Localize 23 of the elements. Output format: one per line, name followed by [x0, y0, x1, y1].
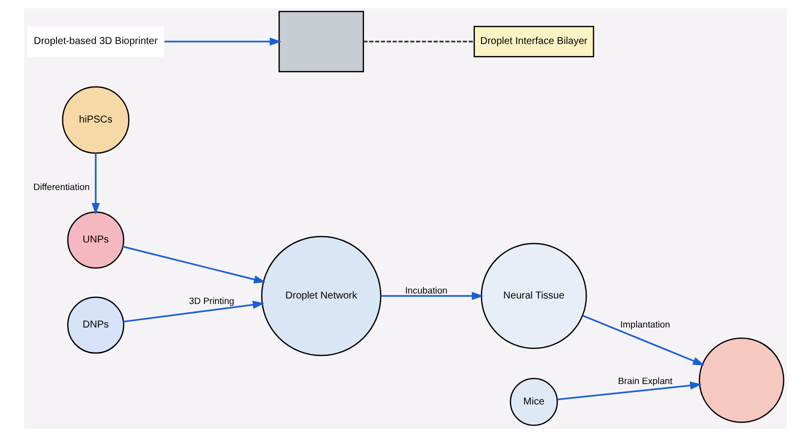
- node-circle: Mice: [509, 378, 558, 426]
- edge-label: Differentiation: [32, 182, 90, 192]
- node-circle: UNPs: [66, 212, 124, 269]
- edge-label: 3D Printing: [188, 296, 234, 306]
- edge-label: Brain Explant: [617, 376, 672, 386]
- edge-label: Implantation: [620, 319, 670, 330]
- arrow: [122, 246, 266, 284]
- connector: [363, 40, 474, 42]
- arrow: [91, 153, 100, 215]
- arrow: [380, 292, 484, 300]
- node-circle: hiPSCs: [62, 86, 129, 154]
- edge-label: Incubation: [404, 285, 447, 296]
- node-box: [278, 10, 364, 72]
- node-circle: Neural Tissue: [480, 242, 586, 349]
- arrow: [122, 300, 264, 322]
- node-box: Droplet Interface Bilayer: [473, 26, 594, 58]
- node-circle: [698, 337, 784, 423]
- arrow: [582, 314, 704, 366]
- node-circle: Droplet Network: [260, 236, 381, 356]
- node-box: Droplet-based 3D Bioprinter: [26, 26, 164, 57]
- node-circle: DNPs: [66, 296, 124, 354]
- arrow: [164, 37, 281, 46]
- arrow: [556, 381, 702, 400]
